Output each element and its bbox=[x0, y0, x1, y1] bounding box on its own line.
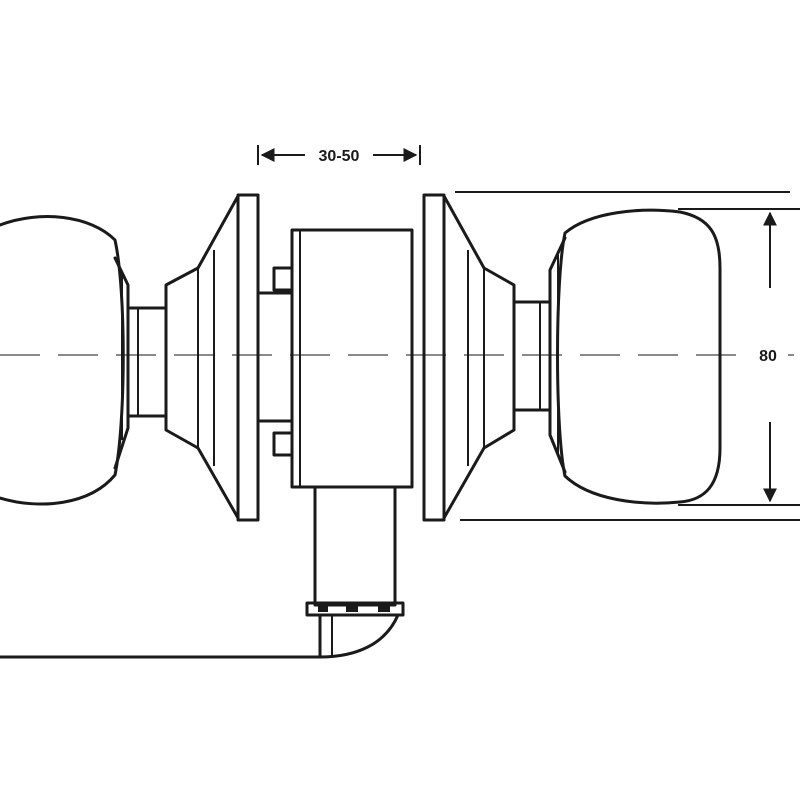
latch-case bbox=[290, 228, 414, 489]
backset-dimension: 30-50 bbox=[257, 145, 421, 165]
left-knob bbox=[0, 215, 130, 506]
right-rose bbox=[442, 194, 516, 520]
right-knob-bulb bbox=[556, 208, 722, 505]
knob-height-dimension-label: 80 bbox=[759, 348, 777, 365]
right-rose-outer bbox=[442, 194, 516, 520]
left-knob-bulb bbox=[0, 215, 125, 506]
knob-height-dimension: 80 bbox=[455, 191, 800, 521]
latch-case-body bbox=[290, 228, 414, 489]
screw-post-bottom bbox=[272, 431, 294, 457]
backset-dimension-label: 30-50 bbox=[319, 148, 360, 165]
latch-bolt bbox=[305, 485, 405, 659]
latch-faceplate bbox=[305, 601, 405, 617]
left-mounting-plate bbox=[236, 193, 260, 522]
screw-post-top bbox=[272, 266, 294, 292]
right-mounting-plate bbox=[422, 193, 446, 522]
left-rose-outer bbox=[164, 194, 240, 520]
left-bolt-posts bbox=[256, 266, 294, 457]
right-knob bbox=[548, 208, 722, 505]
latch-bolt-tube bbox=[313, 485, 397, 607]
left-spindle bbox=[126, 306, 168, 418]
left-rose bbox=[164, 194, 240, 520]
left-spindle-body bbox=[126, 306, 168, 418]
spindle-housing bbox=[256, 291, 294, 423]
latch-tongue bbox=[318, 613, 400, 659]
